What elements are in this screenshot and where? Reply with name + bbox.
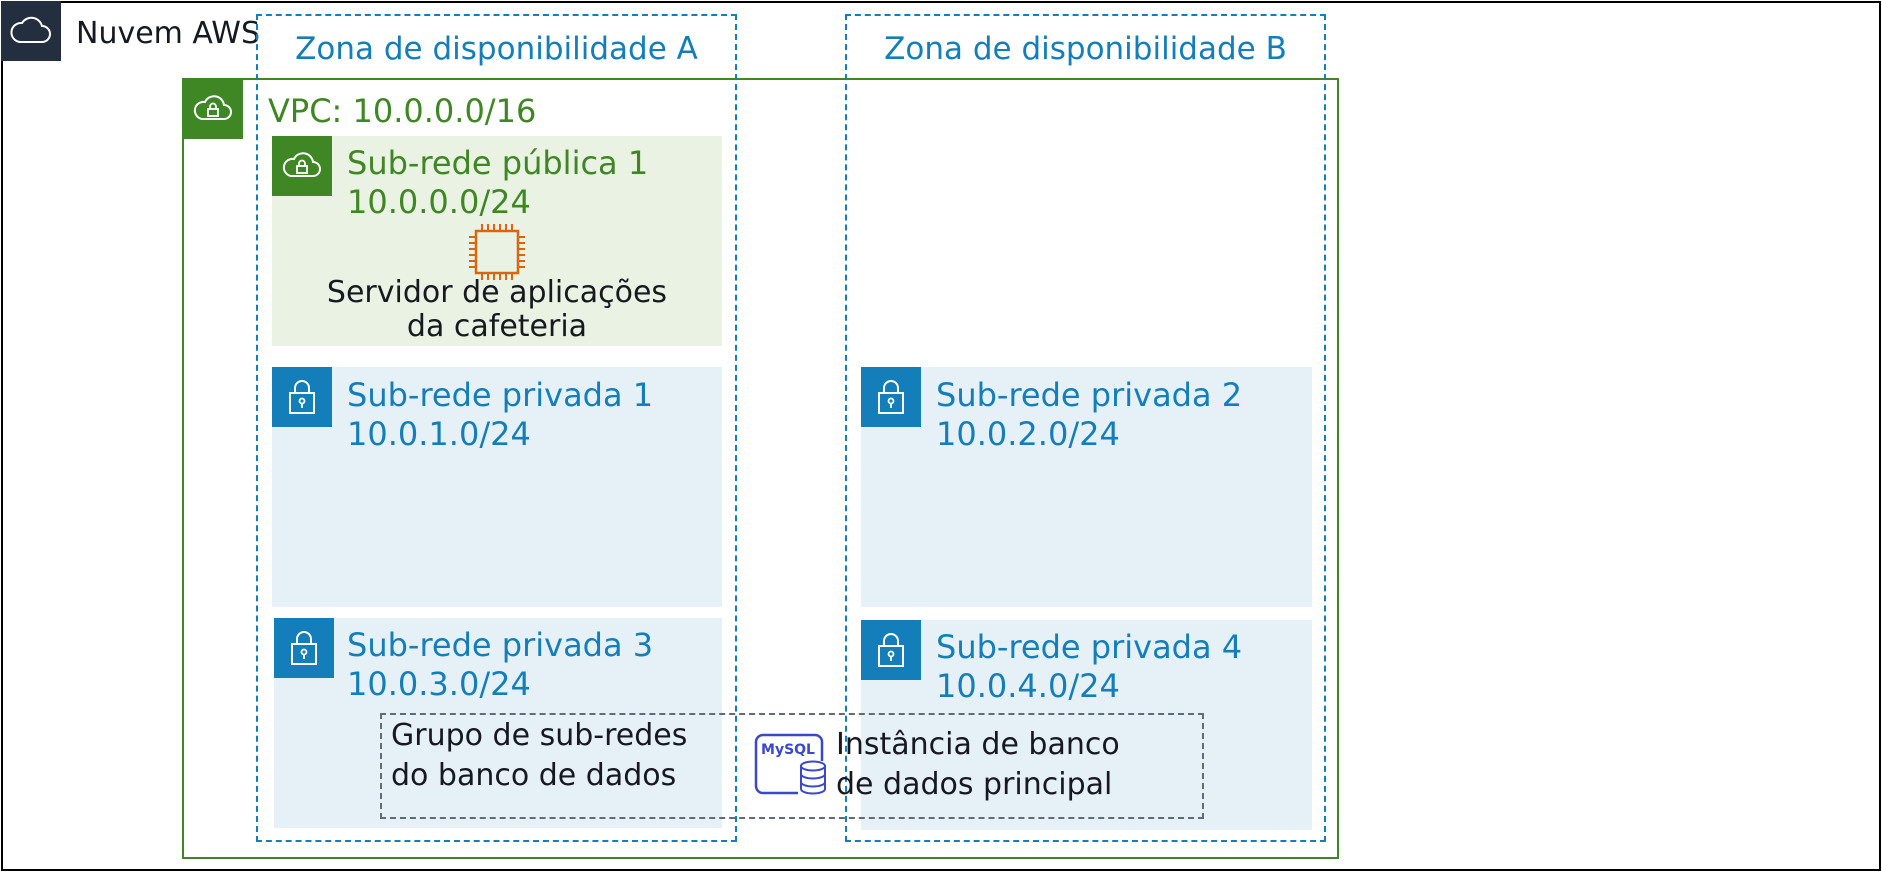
app-server-label: Servidor de aplicações da cafeteria bbox=[272, 276, 722, 344]
availability-zone-b bbox=[845, 14, 1326, 842]
db-instance-label-line2: de dados principal bbox=[836, 767, 1113, 802]
availability-zone-a-label: Zona de disponibilidade A bbox=[295, 31, 698, 67]
public-subnet-1 bbox=[272, 136, 722, 346]
private-subnet-3-name: Sub-rede privada 3 bbox=[347, 626, 654, 664]
private-subnet-1-cidr: 10.0.1.0/24 bbox=[347, 415, 531, 453]
private-subnet-2-label: Sub-rede privada 2 10.0.2.0/24 bbox=[936, 376, 1242, 454]
app-server-label-line1: Servidor de aplicações bbox=[326, 275, 668, 310]
availability-zone-a bbox=[256, 14, 737, 842]
private-subnet-1 bbox=[272, 367, 722, 607]
private-subnet-2-name: Sub-rede privada 2 bbox=[936, 376, 1243, 414]
public-subnet-1-cidr: 10.0.0.0/24 bbox=[347, 183, 531, 221]
private-subnet-4 bbox=[861, 620, 1312, 830]
private-subnet-2-lock-icon bbox=[861, 367, 921, 427]
app-server-label-line2: da cafeteria bbox=[406, 309, 588, 344]
ec2-instance-chip-icon bbox=[467, 222, 527, 282]
private-subnet-3-lock-icon bbox=[274, 618, 334, 678]
aws-cloud-label: Nuvem AWS bbox=[76, 16, 261, 51]
db-instance-label-line1: Instância de banco bbox=[836, 727, 1120, 762]
private-subnet-3-cidr: 10.0.3.0/24 bbox=[347, 665, 531, 703]
private-subnet-4-name: Sub-rede privada 4 bbox=[936, 628, 1243, 666]
private-subnet-2 bbox=[861, 367, 1312, 607]
private-subnet-3-label: Sub-rede privada 3 10.0.3.0/24 bbox=[347, 626, 653, 704]
vpc-cloud-lock-icon bbox=[182, 78, 243, 139]
private-subnet-1-lock-icon bbox=[272, 367, 332, 427]
public-subnet-1-label: Sub-rede pública 1 10.0.0.0/24 bbox=[347, 144, 648, 222]
vpc-label: VPC: 10.0.0.0/16 bbox=[268, 92, 537, 130]
private-subnet-4-cidr: 10.0.4.0/24 bbox=[936, 667, 1120, 705]
db-subnet-group-label-line1: Grupo de sub-redes bbox=[391, 718, 688, 753]
private-subnet-4-lock-icon bbox=[861, 620, 921, 680]
db-subnet-group-label-line2: do banco de dados bbox=[391, 758, 677, 793]
private-subnet-1-name: Sub-rede privada 1 bbox=[347, 376, 654, 414]
rds-mysql-icon-text: MySQL bbox=[761, 742, 815, 758]
public-subnet-1-name: Sub-rede pública 1 bbox=[347, 144, 649, 182]
private-subnet-4-label: Sub-rede privada 4 10.0.4.0/24 bbox=[936, 628, 1242, 706]
public-subnet-cloud-lock-icon bbox=[272, 136, 332, 196]
availability-zone-b-label: Zona de disponibilidade B bbox=[884, 31, 1287, 67]
private-subnet-3 bbox=[274, 618, 722, 828]
aws-cloud-icon bbox=[1, 1, 61, 61]
db-subnet-group bbox=[380, 713, 1204, 819]
vpc-container bbox=[182, 78, 1339, 859]
db-instance-label: Instância de banco de dados principal bbox=[836, 725, 1120, 805]
private-subnet-1-label: Sub-rede privada 1 10.0.1.0/24 bbox=[347, 376, 653, 454]
private-subnet-2-cidr: 10.0.2.0/24 bbox=[936, 415, 1120, 453]
rds-mysql-icon: MySQL bbox=[754, 733, 828, 797]
db-subnet-group-label: Grupo de sub-redes do banco de dados bbox=[391, 716, 687, 796]
